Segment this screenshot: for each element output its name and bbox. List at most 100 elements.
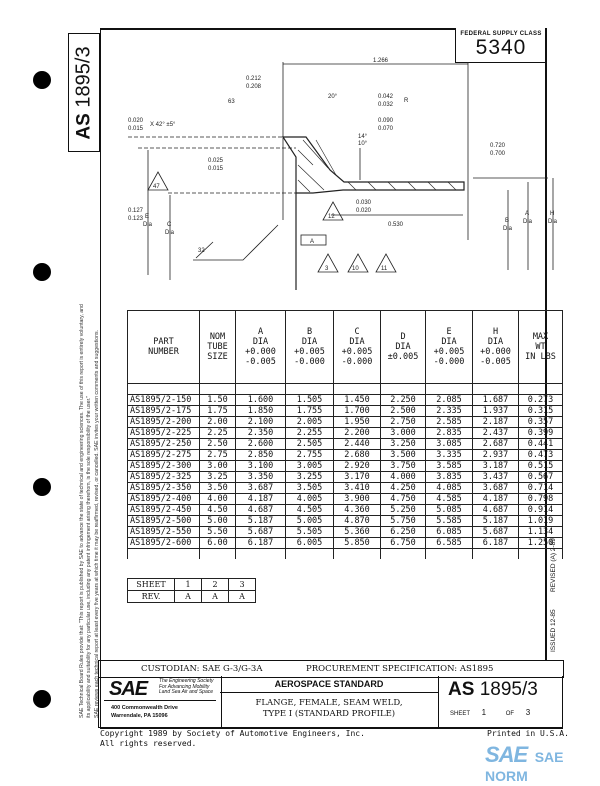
table-cell: 1.755 (285, 405, 334, 417)
dim-label: Dia (165, 230, 175, 236)
table-cell: 5.250 (380, 504, 426, 516)
table-cell: 4.505 (285, 504, 334, 516)
fsc-value: 5340 (475, 36, 527, 59)
table-cell: AS1895/2-350 (127, 482, 200, 494)
dim-label: 0.042 (378, 94, 394, 100)
dim-label: Dia (523, 219, 533, 225)
dim-label: 20° (328, 94, 338, 100)
table-cell: 2.350 (235, 427, 286, 439)
table-cell: 3.00 (199, 460, 236, 472)
flange-section (281, 136, 465, 194)
doc-number: 1895/3 (479, 679, 538, 700)
dim-label: 0.212 (246, 76, 262, 82)
dim-label: 32 (198, 248, 205, 254)
table-cell: 1.850 (235, 405, 286, 417)
table-cell: 3.687 (472, 482, 519, 494)
table-cell: 1.687 (472, 394, 519, 406)
dim-label: 0.070 (378, 126, 394, 132)
table-cell: 4.360 (333, 504, 381, 516)
table-cell: 3.410 (333, 482, 381, 494)
table-cell: 3.437 (472, 471, 519, 483)
flag-number: 11 (381, 266, 388, 272)
table-cell: 6.250 (380, 526, 426, 538)
table-cell: AS1895/2-600 (127, 537, 200, 549)
table-cell: 3.900 (333, 493, 381, 505)
table-cell: 4.870 (333, 515, 381, 527)
procurement-spec: PROCUREMENT SPECIFICATION: AS1895 (306, 664, 494, 674)
table-cell: 2.187 (472, 416, 519, 428)
table-cell: 3.170 (333, 471, 381, 483)
table-cell: 2.687 (472, 438, 519, 450)
table-cell: 0.357 (518, 416, 563, 428)
printed-in: Printed in U.S.A. (487, 729, 569, 738)
issued-date: ISSUED 12-85 (550, 609, 557, 652)
issue-strip: ISSUED 12-85 REVISED (A) 2-89 (547, 530, 561, 655)
table-cell: 4.005 (285, 493, 334, 505)
table-cell: 3.005 (285, 460, 334, 472)
table-cell: 3.500 (380, 449, 426, 461)
table-cell: 4.085 (425, 482, 473, 494)
table-cell: 2.200 (333, 427, 381, 439)
dim-label: C (167, 222, 172, 228)
binder-hole (33, 690, 51, 708)
doc-prefix: AS (73, 112, 95, 140)
table-cell: 0.567 (518, 471, 563, 483)
table-cell: AS1895/2-200 (127, 416, 200, 428)
doc-number-block: AS 1895/3 SHEET 1 OF 3 (438, 676, 563, 728)
category: AEROSPACE STANDARD (220, 676, 438, 693)
table-cell: 5.085 (425, 504, 473, 516)
table-cell: 0.315 (518, 405, 563, 417)
table-cell: 6.750 (380, 537, 426, 549)
flag-number: 10 (352, 266, 359, 272)
revised-date: REVISED (A) 2-89 (550, 538, 557, 592)
disclaimer-line-1: SAE Technical Board Rules provide that: … (79, 304, 85, 718)
dim-label: 0.208 (246, 84, 262, 90)
table-cell: AS1895/2-175 (127, 405, 200, 417)
dim-label: E (145, 214, 149, 220)
flag-note (322, 201, 344, 221)
dim-label: 0.127 (128, 208, 144, 214)
dim-label: R (404, 98, 409, 104)
dim-label: 1.266 (373, 58, 389, 64)
table-cell: 0.273 (518, 394, 563, 406)
hatching (297, 139, 457, 193)
sheet-number: 1 (481, 708, 487, 717)
custodian: CUSTODIAN: SAE G-3/G-3A (141, 664, 263, 674)
sheet-total: 3 (525, 708, 531, 717)
table-cell: 1.950 (333, 416, 381, 428)
dim-label: 0.015 (208, 166, 224, 172)
flag-note (317, 253, 339, 273)
table-cell: 3.255 (285, 471, 334, 483)
table-cell: 4.585 (425, 493, 473, 505)
table-cell: 3.250 (380, 438, 426, 450)
table-cell: 1.937 (472, 405, 519, 417)
table-cell: 0.798 (518, 493, 563, 505)
table-cell: 1.75 (199, 405, 236, 417)
table-cell: 5.005 (285, 515, 334, 527)
table-cell: AS1895/2-150 (127, 394, 200, 406)
table-cell: 3.187 (472, 460, 519, 472)
dim-label: 10° (358, 141, 368, 147)
table-cell: 1.50 (199, 394, 236, 406)
title-block: AEROSPACE STANDARD FLANGE, FEMALE, SEAM … (220, 676, 439, 728)
dim-label: 0.032 (378, 102, 394, 108)
table-cell: 2.937 (472, 449, 519, 461)
flag-note (147, 171, 169, 191)
table-cell: 3.085 (425, 438, 473, 450)
table-cell: 3.505 (285, 482, 334, 494)
table-cell: 2.100 (235, 416, 286, 428)
sheet-label: SHEET (450, 711, 470, 717)
of-label: OF (505, 711, 515, 717)
table-cell: 2.250 (380, 394, 426, 406)
table-cell: 4.00 (199, 493, 236, 505)
table-cell: 6.187 (472, 537, 519, 549)
table-cell: AS1895/2-300 (127, 460, 200, 472)
